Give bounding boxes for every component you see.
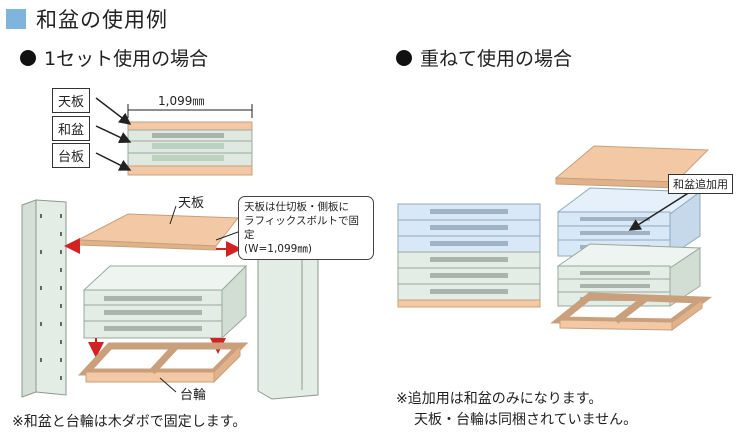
exploded-top-board-label: 天板 bbox=[178, 196, 205, 211]
page-title: 和盆の使用例 bbox=[36, 8, 168, 32]
left-section-title: 1セット使用の場合 bbox=[20, 44, 208, 71]
callout-line: (W=1,099㎜) bbox=[244, 243, 312, 255]
callout-line: 天板は仕切板・側板に bbox=[244, 201, 349, 213]
left-footnote: ※和盆と台輪は木ダボで固定します。 bbox=[12, 414, 247, 430]
bullet-icon bbox=[396, 49, 412, 66]
width-dimension: 1,099㎜ bbox=[158, 94, 205, 108]
side-panel bbox=[257, 243, 319, 400]
left-section-title-text: 1セット使用の場合 bbox=[44, 48, 209, 70]
caster-label: 台輪 bbox=[178, 384, 209, 403]
exploded-tray bbox=[82, 265, 248, 291]
right-section-title-text: 重ねて使用の場合 bbox=[420, 48, 573, 70]
top-board-shape bbox=[127, 121, 253, 131]
label-base-board: 台板 bbox=[52, 143, 91, 168]
heading-marker bbox=[6, 9, 26, 29]
small-elevation-diagram bbox=[95, 97, 253, 176]
right-footnote-2: 天板・台輪は同梱されていません。 bbox=[414, 412, 638, 428]
exploded-view-diagram bbox=[21, 199, 319, 400]
label-tray: 和盆 bbox=[52, 116, 91, 141]
label-top-board: 天板 bbox=[52, 88, 91, 113]
right-footnote-1: ※追加用は和盆のみになります。 bbox=[396, 391, 603, 407]
bullet-icon bbox=[20, 49, 36, 66]
callout-line: ラフィックスボルトで固定 bbox=[244, 215, 359, 241]
label-additional-tray: 和盆追加用 bbox=[668, 174, 733, 194]
base-board-shape bbox=[127, 165, 253, 176]
fixing-callout: 天板は仕切板・側板に ラフィックスボルトで固定 (W=1,099㎜) bbox=[238, 196, 374, 260]
stacked-view-diagram bbox=[397, 145, 713, 331]
right-section-title: 重ねて使用の場合 bbox=[396, 44, 572, 71]
side-post bbox=[21, 199, 37, 398]
